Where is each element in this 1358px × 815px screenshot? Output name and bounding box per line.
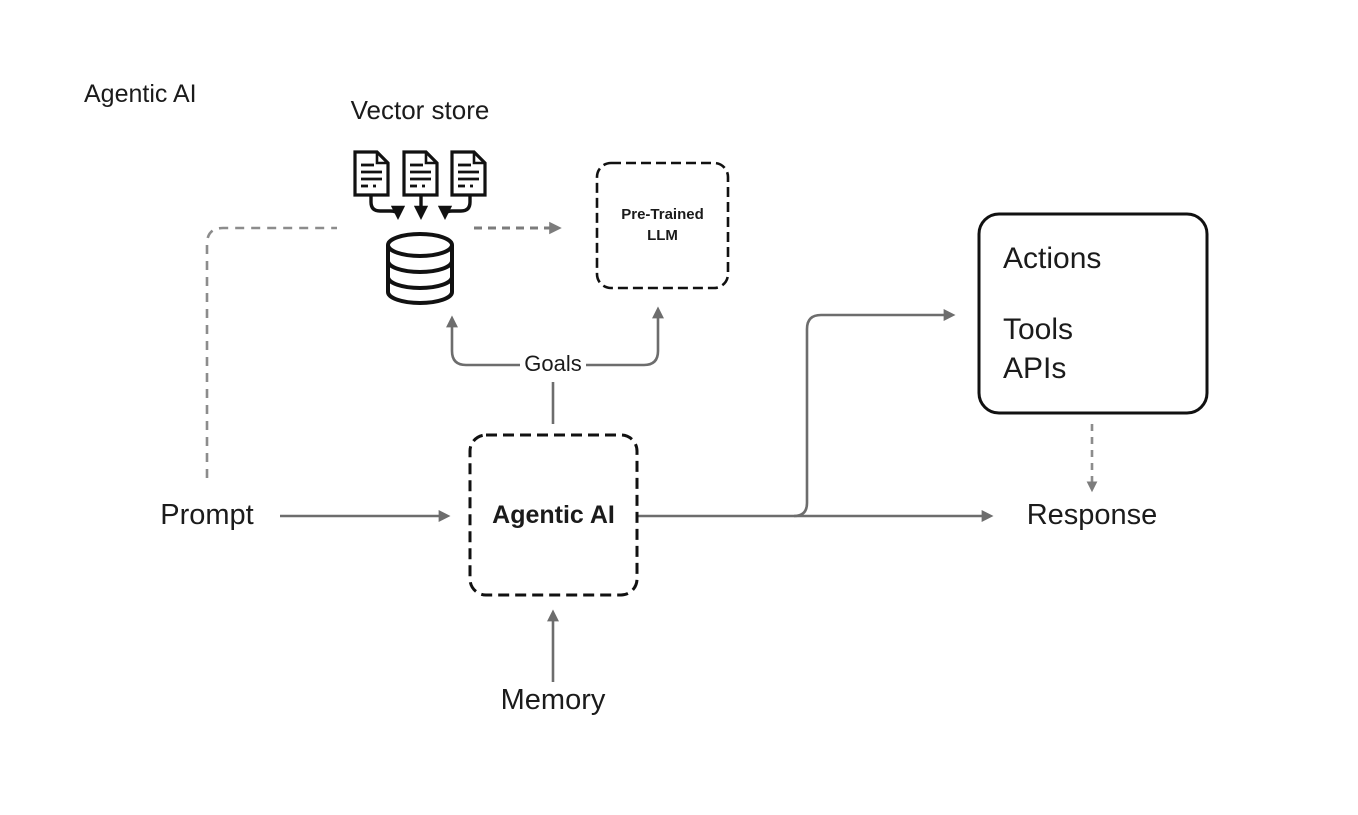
document-to-database-arrow	[369, 196, 406, 220]
document-icon	[402, 150, 439, 197]
database-icon	[386, 232, 454, 305]
prompt-label: Prompt	[160, 499, 254, 531]
memory-label: Memory	[500, 684, 606, 716]
tools-label: Tools	[1003, 313, 1074, 347]
agentic-ai-label: Agentic AI	[492, 500, 615, 529]
response-label: Response	[1026, 499, 1158, 531]
goals-to-llm-arrow	[586, 306, 664, 367]
pretrained-llm-label: Pre-Trained LLM	[621, 206, 704, 244]
prompt-to-vectorstore-dashed-line	[205, 226, 337, 478]
apis-label: APIs	[1003, 351, 1067, 385]
agent-to-actions-arrow	[793, 309, 956, 518]
document-to-database-arrow	[437, 196, 472, 220]
goals-label: Goals	[524, 351, 582, 376]
document-icon	[353, 150, 390, 197]
pretrained-llm-box	[595, 161, 730, 290]
document-icon	[450, 150, 487, 197]
vector-store-label: Vector store	[350, 95, 490, 125]
diagram-title: Agentic AI	[84, 80, 197, 108]
goals-to-vectorstore-arrow	[446, 315, 520, 367]
actions-box-content: Actions Tools APIs	[979, 214, 1207, 413]
actions-label: Actions	[1003, 242, 1102, 275]
actions-box	[977, 212, 1209, 415]
agentic-ai-box	[468, 433, 639, 597]
